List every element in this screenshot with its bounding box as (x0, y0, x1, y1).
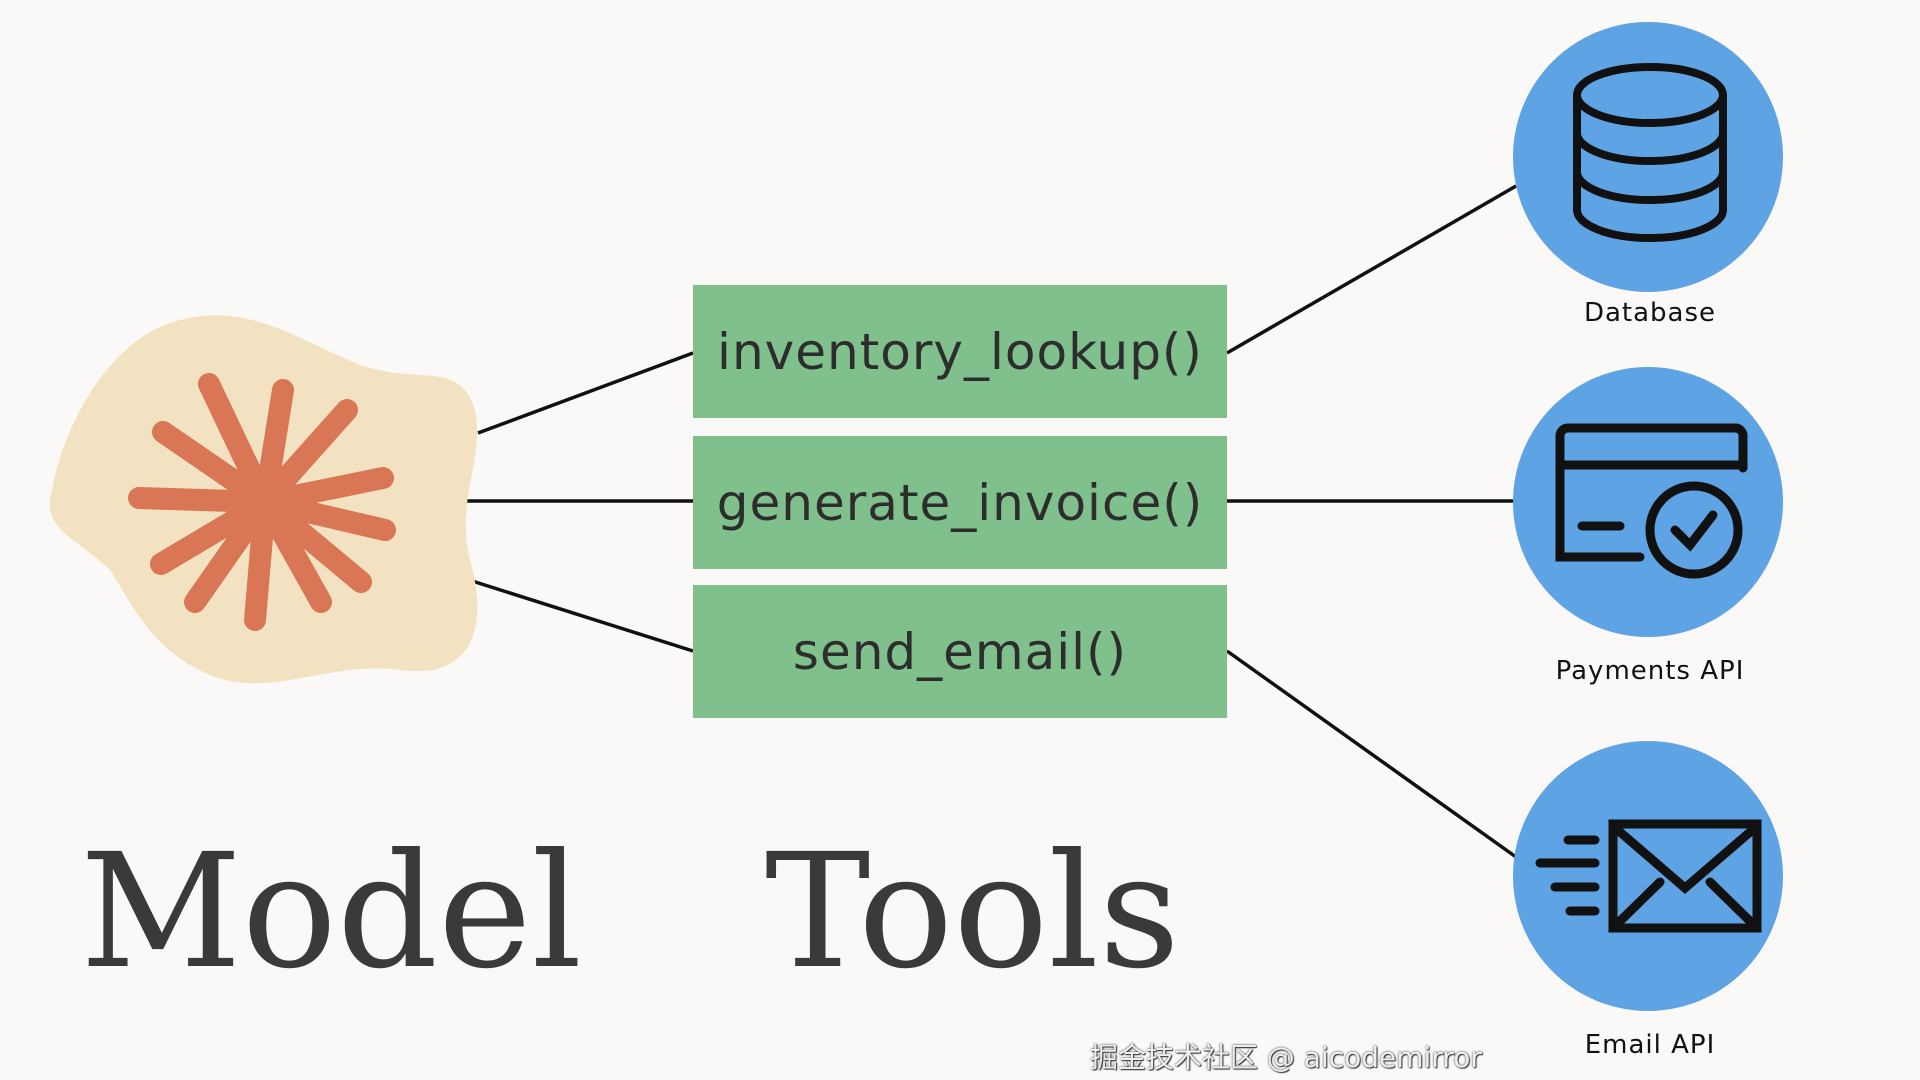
connector-model-email (468, 578, 694, 653)
connectors (465, 184, 1518, 859)
model-title: Model (80, 820, 583, 1004)
email-node (1513, 741, 1783, 1011)
database-label: Database (1583, 298, 1717, 328)
database-icon (1573, 63, 1727, 242)
database-node (1513, 22, 1783, 292)
tool-inventory-lookup: inventory_lookup() (693, 285, 1227, 418)
connector-email-emailapi (1225, 649, 1518, 859)
credit-card-check-icon (1555, 423, 1748, 579)
tool-generate-invoice: generate_invoice() (693, 436, 1227, 569)
payments-node (1513, 367, 1783, 637)
payments-api-label: Payments API (1555, 656, 1745, 686)
tools-title: Tools (765, 820, 1180, 1004)
watermark: 掘金技术社区 @ aicodemirror (1090, 1041, 1482, 1074)
connector-inventory-database (1226, 184, 1517, 355)
email-api-label: Email API (1584, 1030, 1716, 1060)
tool-send-email: send_email() (693, 585, 1227, 718)
email-send-icon (1535, 819, 1762, 933)
connector-model-inventory (477, 351, 694, 435)
model-star-icon (128, 373, 396, 631)
